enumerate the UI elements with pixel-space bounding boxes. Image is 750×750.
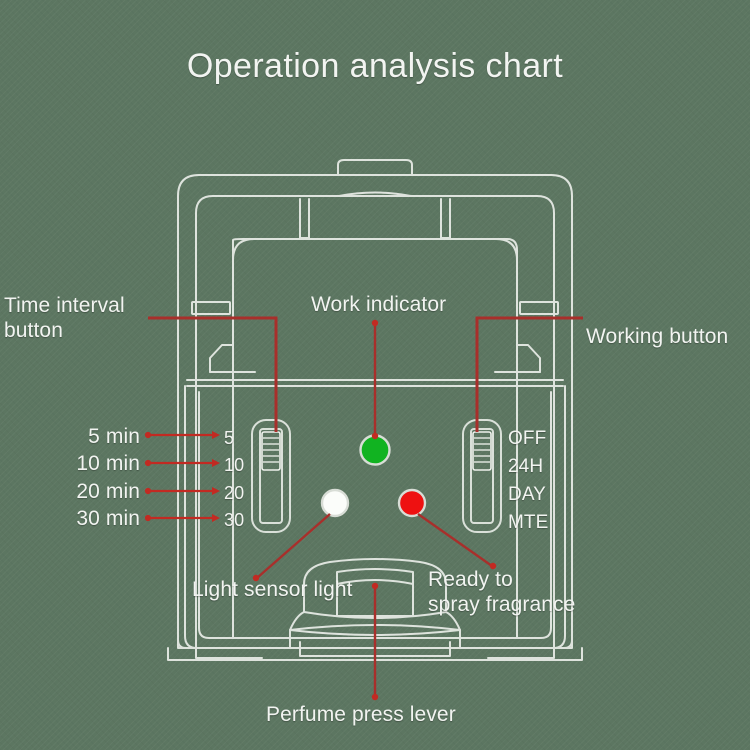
nozzle-side-left	[289, 611, 305, 631]
mode-label-off: OFF	[508, 428, 547, 449]
leader-dot-perfume	[371, 693, 379, 701]
leader-spray-ready	[417, 513, 493, 567]
leader-time-interval	[148, 316, 278, 432]
device-top-tab	[337, 159, 413, 176]
time-interval-slider[interactable]	[251, 419, 291, 533]
interval-label-10min: 10 min	[76, 452, 140, 475]
time-interval-slider-knob	[261, 431, 281, 471]
leader-working-button	[475, 316, 583, 432]
leader-dot-perfume-top	[371, 582, 379, 590]
device-inner-shell	[195, 195, 555, 649]
interval-mark-5: 5	[224, 428, 235, 448]
callout-working-button: Working button	[586, 325, 729, 348]
device-notch-right	[519, 301, 559, 315]
tick-head-3	[212, 514, 220, 522]
mode-label-24h: 24H	[508, 456, 544, 477]
spray-ready-led	[397, 488, 427, 518]
interval-label-30min: 30 min	[76, 507, 140, 530]
interval-label-5min: 5 min	[88, 425, 140, 448]
leader-dot-light-sensor	[252, 574, 260, 582]
device-base-foot-right	[487, 647, 555, 659]
tick-dot-0	[144, 431, 152, 439]
device-edge-left	[177, 639, 187, 649]
light-sensor-led	[320, 488, 350, 518]
working-mode-slider[interactable]	[462, 419, 502, 533]
tick-dot-1	[144, 459, 152, 467]
device-edge-right	[563, 639, 573, 649]
mode-label-mte: MTE	[508, 512, 549, 533]
page-title: Operation analysis chart	[186, 47, 564, 85]
device-shoulder-left	[209, 344, 234, 373]
tick-dot-2	[144, 487, 152, 495]
callout-perfume-press-lever: Perfume press lever	[266, 703, 456, 726]
interval-mark-20: 20	[224, 483, 245, 503]
leader-light-sensor	[256, 513, 331, 579]
nozzle-barrel	[336, 568, 414, 609]
nozzle-dome	[303, 558, 447, 613]
device-base-foot-left	[195, 647, 263, 659]
device-notch-left	[191, 301, 231, 315]
leader-dot-work-top	[371, 319, 379, 327]
interval-tick-arrows	[148, 433, 212, 520]
interval-mark-10: 10	[224, 455, 245, 475]
nozzle-barrel-top	[336, 579, 414, 585]
device-front-panel-top	[232, 238, 518, 261]
working-mode-slider-knob	[472, 431, 492, 471]
leader-dot-spray-ready	[489, 562, 497, 570]
callout-work-indicator: Work indicator	[311, 293, 447, 316]
callout-ready-to-spray: Ready to spray fragrance	[428, 568, 576, 616]
device-top-tab-shelf	[338, 191, 412, 197]
device-shoulder-right	[516, 344, 541, 373]
callout-light-sensor-light: Light sensor light	[192, 578, 353, 601]
tick-dot-3	[144, 514, 152, 522]
tick-head-0	[212, 431, 220, 439]
tick-head-1	[212, 459, 220, 467]
device-outer-shell	[177, 174, 573, 649]
tick-head-2	[212, 487, 220, 495]
nozzle-side-right	[445, 611, 461, 631]
leader-dot-work-bottom	[371, 432, 379, 440]
mode-label-day: DAY	[508, 484, 546, 505]
callout-time-interval-button: Time interval button	[4, 294, 125, 342]
interval-label-20min: 20 min	[76, 480, 140, 503]
interval-mark-30: 30	[224, 510, 245, 530]
device-front-panel	[232, 238, 518, 639]
